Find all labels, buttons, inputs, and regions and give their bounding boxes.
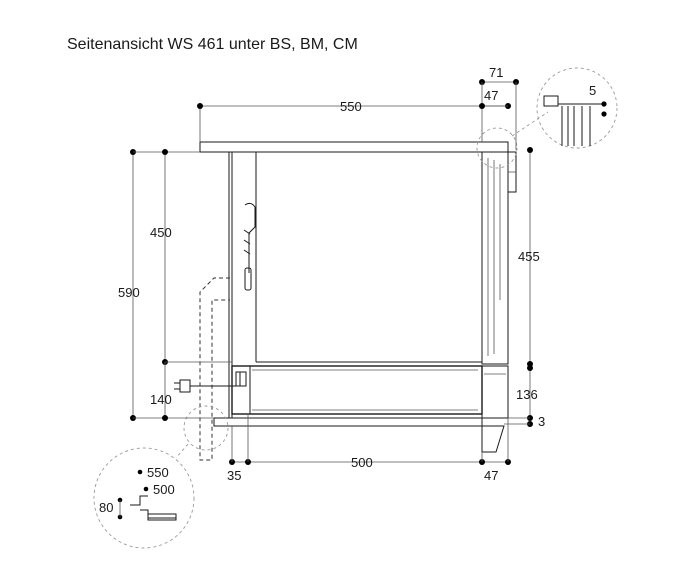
dim-47-top: 47 xyxy=(484,88,498,103)
plinth xyxy=(481,425,505,453)
dim-140: 140 xyxy=(150,392,172,407)
dim-455: 455 xyxy=(518,249,540,264)
warming-drawer xyxy=(231,365,509,419)
dim-550-top: 550 xyxy=(340,99,362,114)
dim-500-bottom: 500 xyxy=(351,455,373,470)
dim-71: 71 xyxy=(489,65,503,80)
dim-35: 35 xyxy=(227,468,241,483)
power-plug-icon xyxy=(174,379,198,393)
dim-136: 136 xyxy=(516,387,538,402)
detail-dim-500: 500 xyxy=(153,482,175,497)
appliance-door xyxy=(481,151,517,365)
dim-450: 450 xyxy=(150,225,172,240)
cable-routing xyxy=(198,202,256,461)
dim-590: 590 xyxy=(118,285,140,300)
detail-dim-550: 550 xyxy=(147,465,169,480)
dim-47-bottom: 47 xyxy=(484,468,498,483)
dim-3: 3 xyxy=(538,414,545,429)
bottom-shelf xyxy=(213,417,483,427)
worktop xyxy=(199,141,509,153)
detail-dim-80: 80 xyxy=(99,500,113,515)
detail-circle-bottom xyxy=(93,405,229,549)
appliance-body xyxy=(255,152,483,363)
drawing-title: Seitenansicht WS 461 unter BS, BM, CM xyxy=(67,36,358,53)
detail-circle-top xyxy=(476,67,618,169)
dimension-lines xyxy=(130,79,533,465)
dim-5: 5 xyxy=(589,83,596,98)
